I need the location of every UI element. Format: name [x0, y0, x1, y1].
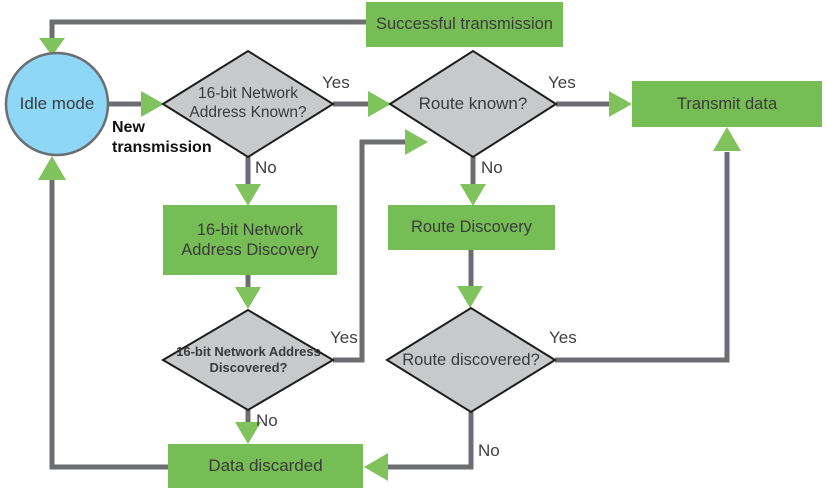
- successful-transmission-box: [366, 2, 563, 47]
- edge-route-discovered-yes-line: [555, 152, 730, 363]
- address-discovered-no-label: No: [256, 411, 278, 430]
- arrowhead-down-icon: [460, 184, 486, 206]
- address-discovered-label: 16-bit Network Address Discovered?: [176, 344, 321, 375]
- transmit-data-label: Transmit data: [676, 94, 778, 113]
- arrowhead-up-icon: [713, 127, 741, 151]
- arrowhead-left-icon: [364, 453, 388, 481]
- edge-success-to-idle-line: [49, 19, 366, 40]
- data-discarded-box: [168, 444, 363, 488]
- address-known-yes-label: Yes: [322, 73, 350, 92]
- edge-address-discovered-yes-line: [333, 139, 408, 363]
- route-discovery-box: [388, 205, 555, 250]
- address-known-diamond: [161, 49, 335, 159]
- route-discovery-label: Route Discovery: [410, 218, 533, 237]
- route-known-diamond: [388, 49, 558, 159]
- address-known-label: 16-bit Network Address Known?: [189, 85, 307, 121]
- edge-route-discovered-no-line: [388, 412, 474, 470]
- route-discovered-diamond: [385, 306, 557, 414]
- arrowhead-up-icon: [38, 156, 66, 180]
- idle-mode-label: Idle mode: [19, 93, 95, 113]
- address-known-no-label: No: [255, 158, 277, 177]
- edge-discarded-to-idle-line: [49, 180, 168, 470]
- address-discovered-yes-label: Yes: [330, 328, 358, 347]
- address-discovery-label: 16-bit Network Address Discovery: [181, 220, 319, 259]
- address-discovered-diamond: [161, 308, 335, 412]
- arrowhead-right-icon: [405, 129, 428, 155]
- arrowhead-down-icon: [39, 38, 65, 56]
- route-discovered-no-label: No: [478, 441, 500, 460]
- route-known-label: Route known?: [418, 93, 528, 113]
- arrowhead-down-icon: [235, 184, 261, 206]
- arrowhead-right-icon: [368, 91, 391, 117]
- route-discovered-label: Route discovered?: [402, 350, 540, 369]
- arrowhead-right-icon: [609, 91, 632, 117]
- arrowhead-right-icon: [141, 91, 164, 117]
- successful-transmission-label: Successful transmission: [376, 15, 553, 34]
- route-known-no-label: No: [481, 158, 503, 177]
- arrowhead-down-icon: [235, 287, 261, 309]
- address-discovery-box: [163, 205, 337, 275]
- transmit-data-box: [632, 81, 822, 127]
- arrowhead-down-icon: [457, 286, 483, 308]
- route-discovered-yes-label: Yes: [549, 328, 577, 347]
- idle-mode-circle: [4, 51, 110, 157]
- new-transmission-label: New transmission: [112, 119, 212, 156]
- data-discarded-label: Data discarded: [208, 455, 323, 475]
- route-known-yes-label: Yes: [548, 73, 576, 92]
- arrowhead-down-icon: [235, 422, 261, 444]
